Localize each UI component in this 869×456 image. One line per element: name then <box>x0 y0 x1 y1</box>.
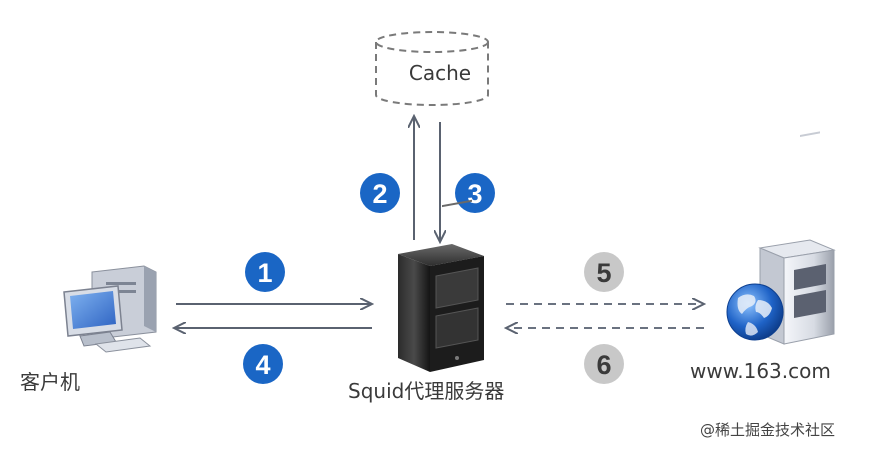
step-badge-2: 2 <box>360 173 400 213</box>
step-number-1: 1 <box>257 258 272 288</box>
step-badge-6: 6 <box>584 344 624 384</box>
step-badge-1: 1 <box>245 252 285 292</box>
globe-icon <box>726 283 784 341</box>
origin-label: www.163.com <box>690 359 831 383</box>
step-number-5: 5 <box>596 258 611 288</box>
step-number-6: 6 <box>596 350 611 380</box>
cache-node: Cache <box>375 31 489 106</box>
step-badge-4: 4 <box>243 344 283 384</box>
step-badge-5: 5 <box>584 252 624 292</box>
cache-label: Cache <box>409 61 471 85</box>
proxy-server-icon <box>398 199 484 372</box>
watermark-text: @稀土掘金技术社区 <box>700 421 836 439</box>
client-label: 客户机 <box>20 370 80 394</box>
client-computer-icon <box>63 265 157 353</box>
step-number-4: 4 <box>255 350 270 380</box>
step-number-3: 3 <box>467 179 482 209</box>
step-number-2: 2 <box>372 179 387 209</box>
proxy-label: Squid代理服务器 <box>348 379 504 403</box>
step-badge-3: 3 <box>455 173 495 213</box>
